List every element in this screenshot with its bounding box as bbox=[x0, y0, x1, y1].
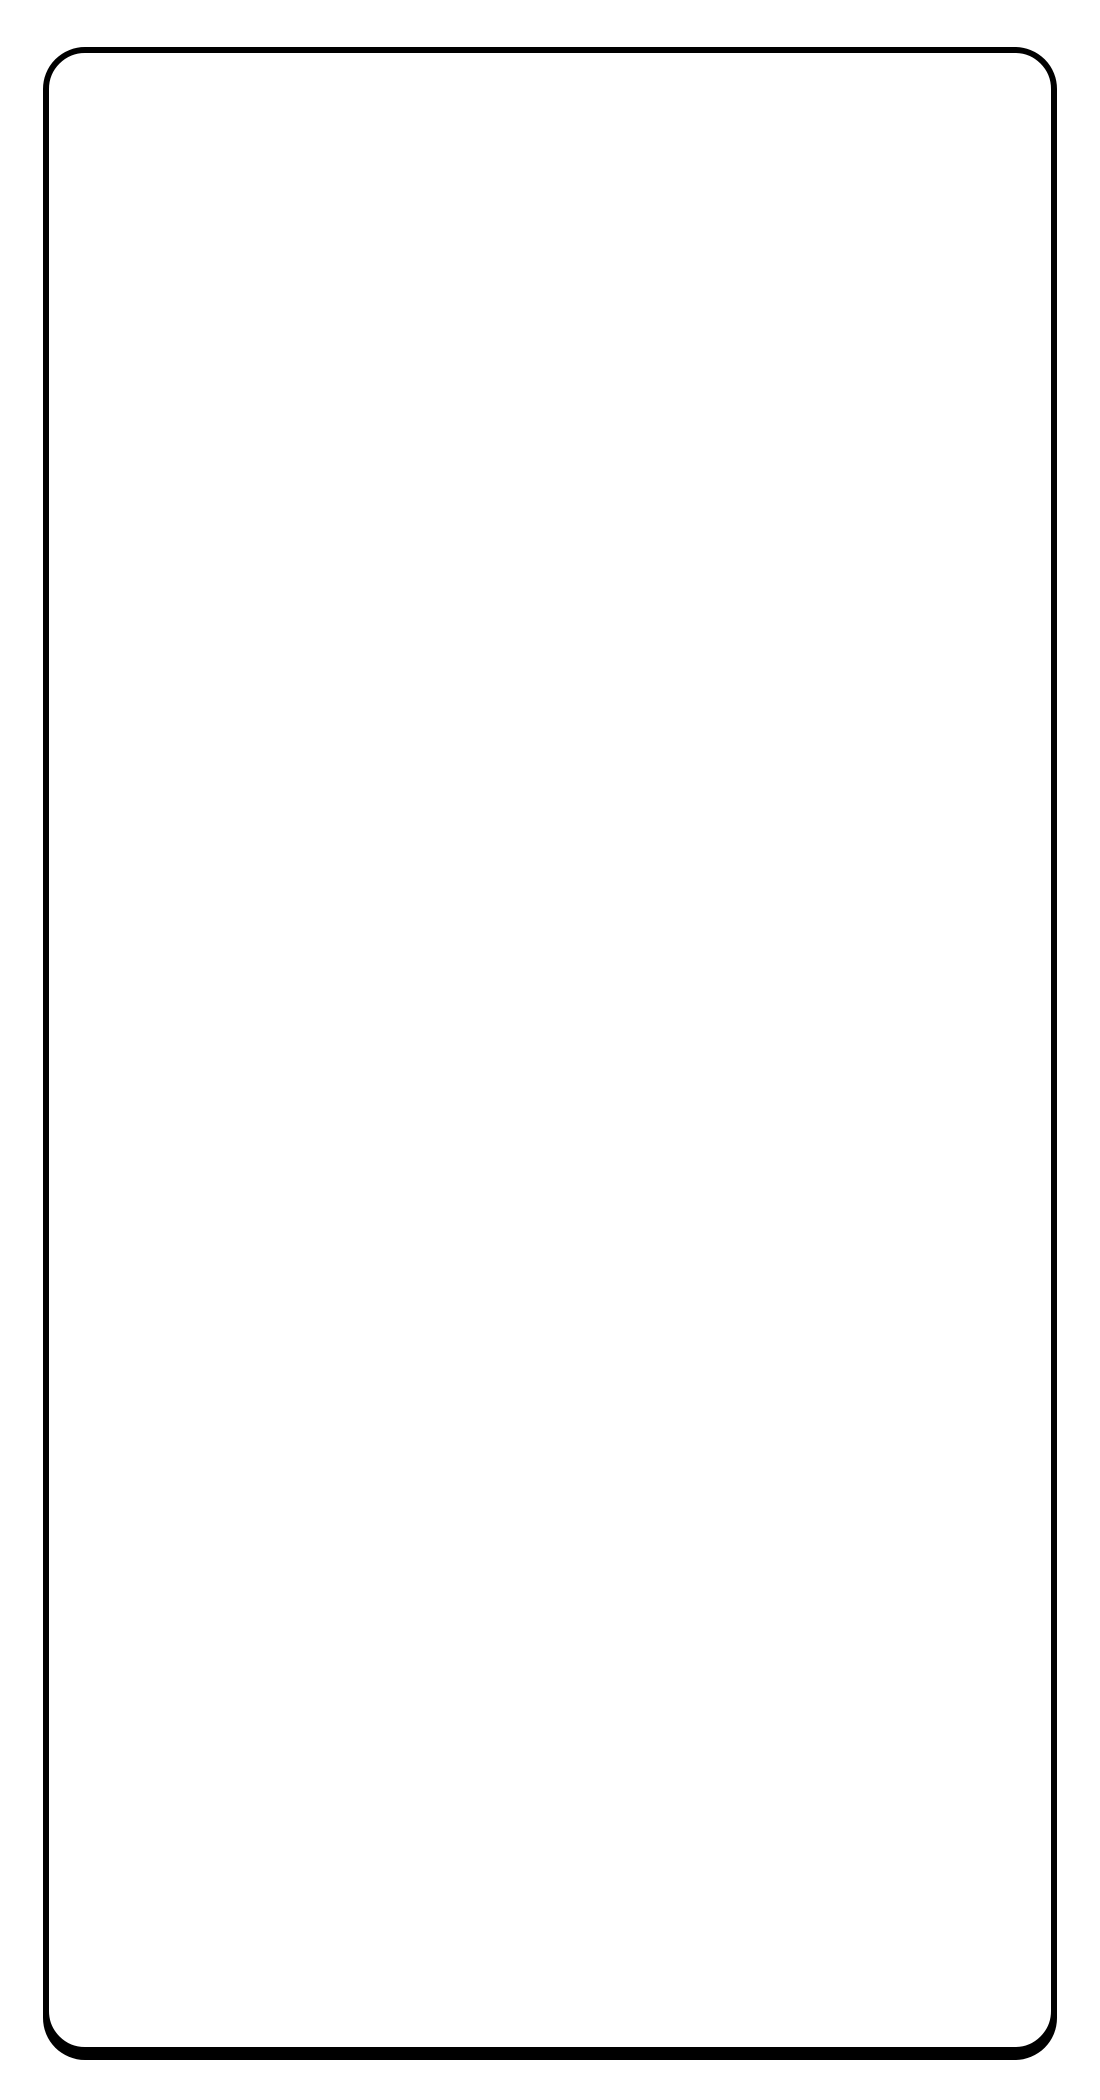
folder-tree-diagram bbox=[49, 53, 1051, 2047]
diagram-card bbox=[43, 47, 1057, 2053]
